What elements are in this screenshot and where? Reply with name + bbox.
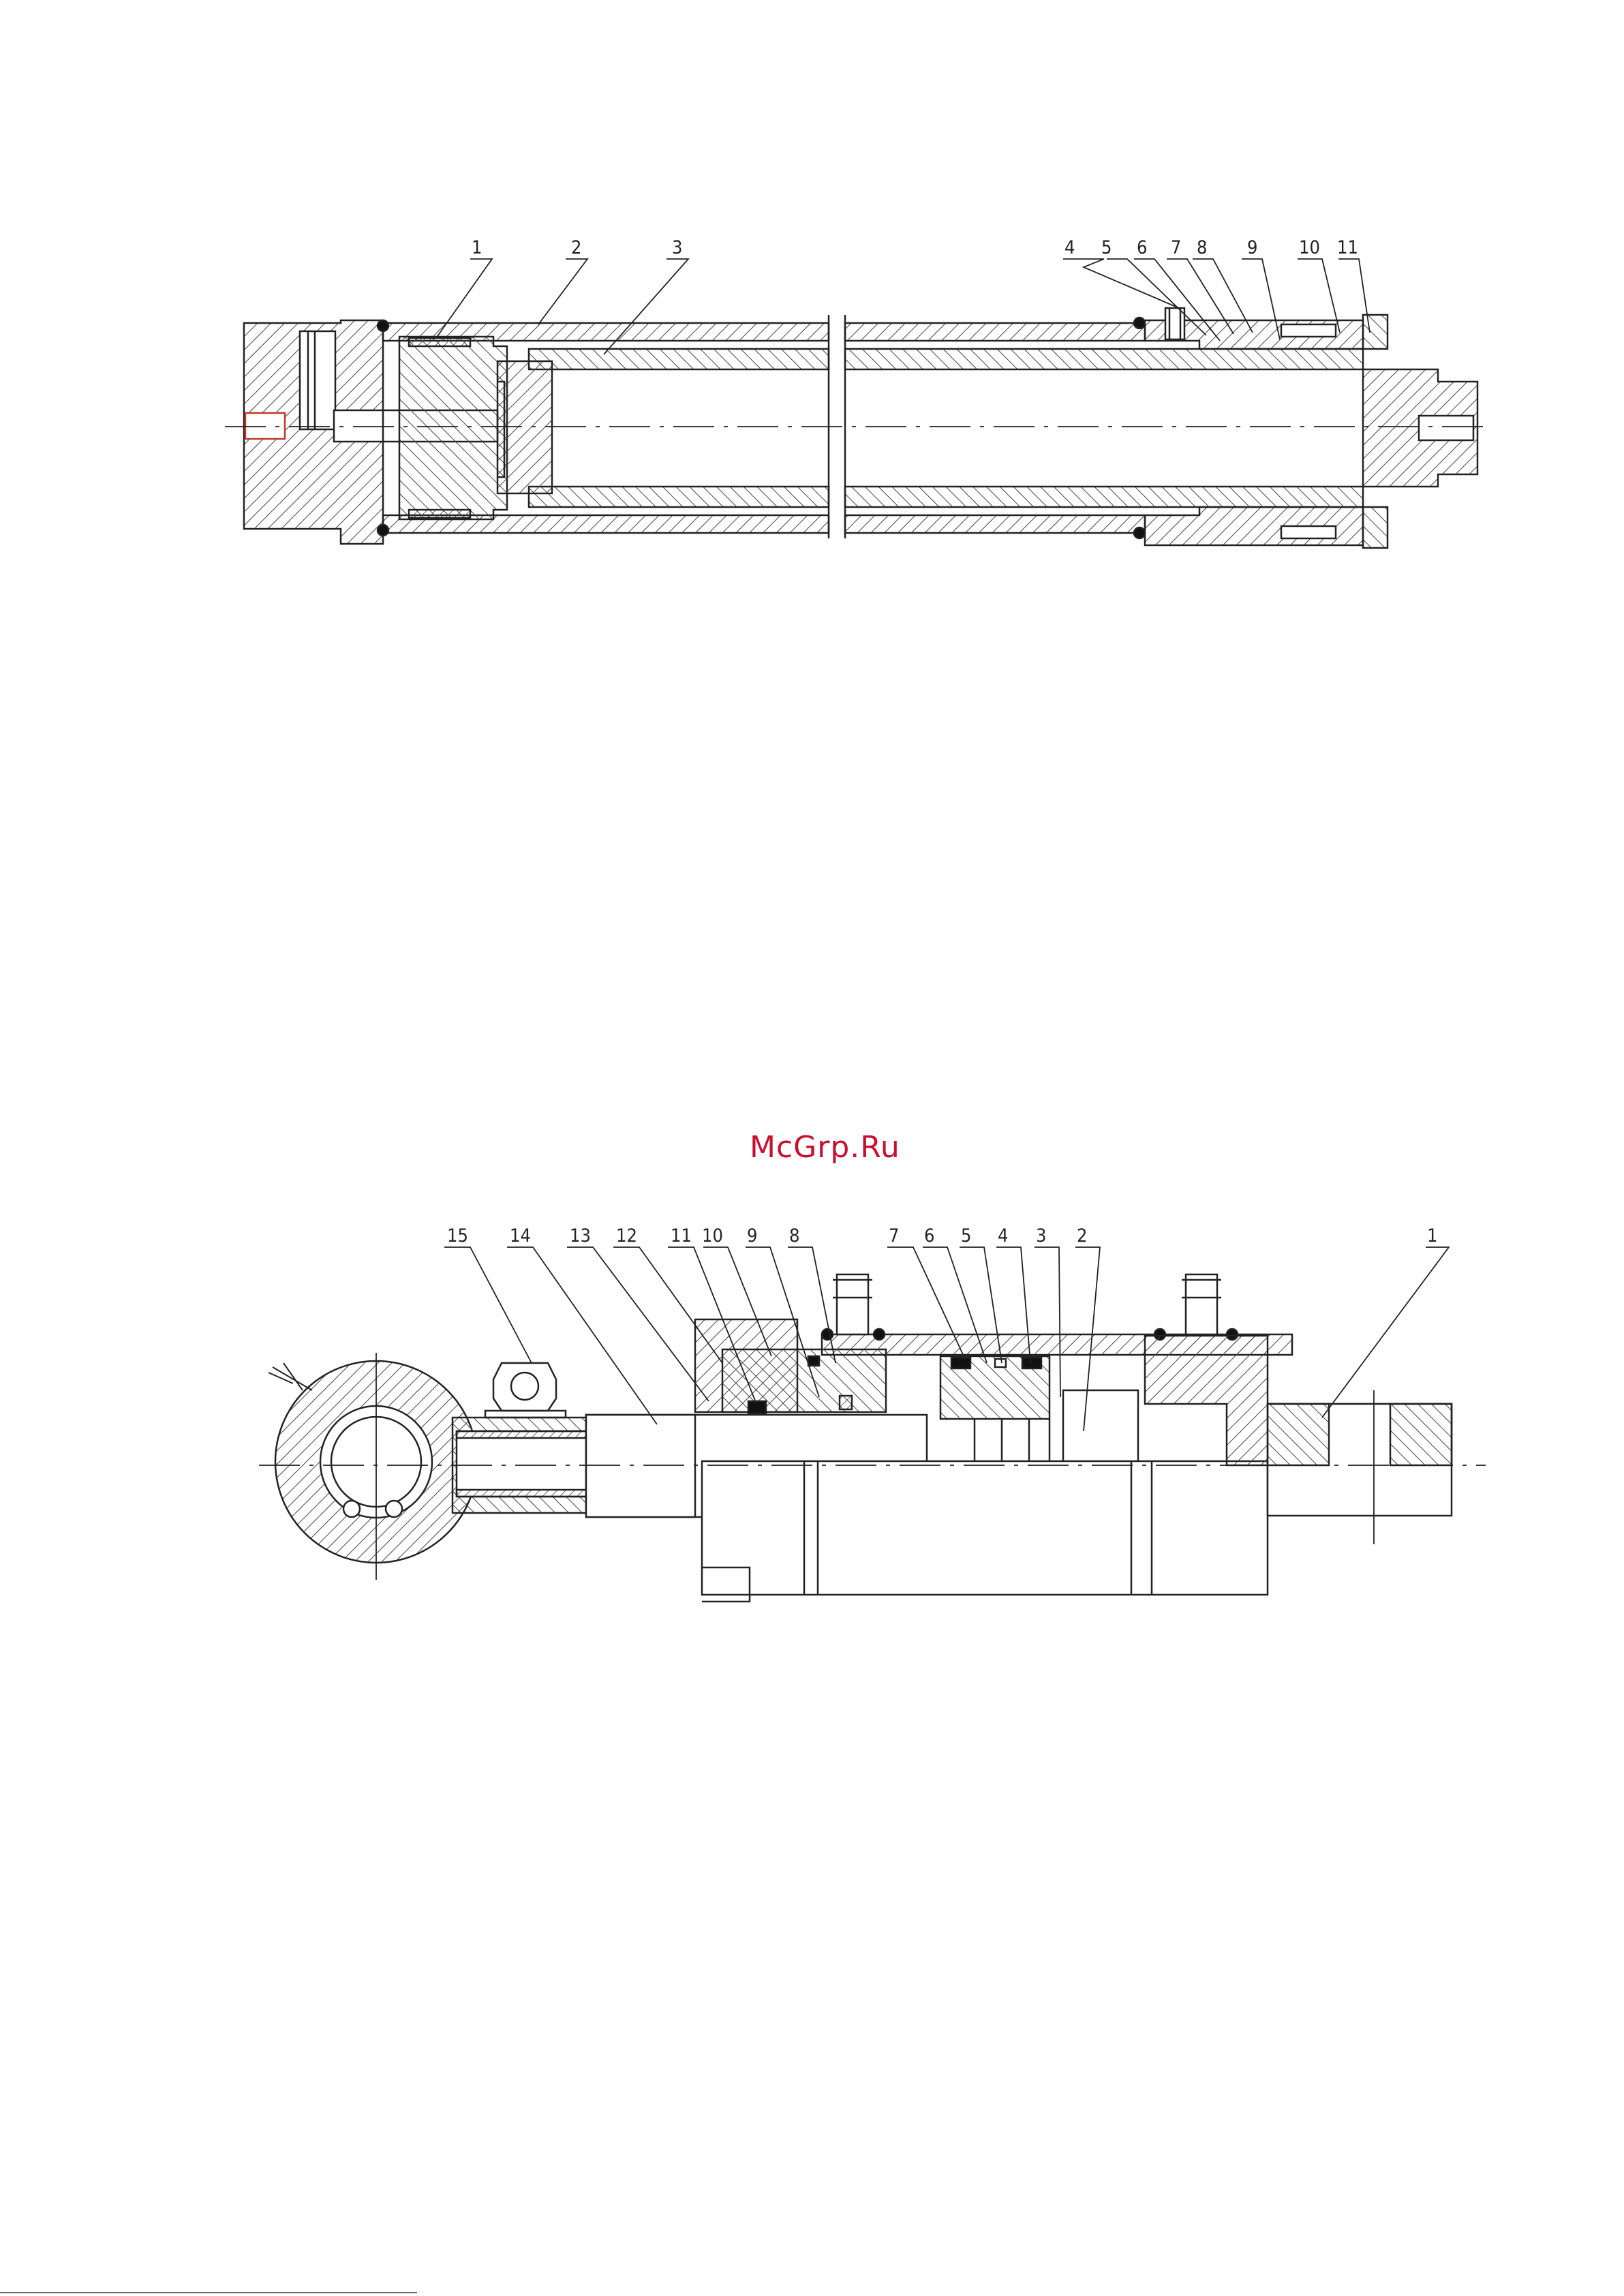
bottom-piston-nut — [1063, 1390, 1138, 1465]
bottom-barrel-body — [702, 1461, 1268, 1595]
top-rod-end-thread — [1419, 416, 1473, 440]
top-callout-10: 10 — [1299, 237, 1320, 258]
top-callout-11: 11 — [1337, 237, 1358, 258]
bottom-gland-seal-1 — [748, 1401, 766, 1413]
bottom-piston-seal-1 — [951, 1358, 970, 1368]
footer-rule — [0, 2292, 417, 2293]
bottom-port-left — [837, 1274, 868, 1334]
bottom-callout-3: 3 — [1036, 1225, 1046, 1246]
top-rod-upper — [845, 349, 1363, 369]
top-end-cap-port — [245, 413, 285, 439]
top-callout-8: 8 — [1197, 237, 1207, 258]
top-callout-4: 4 — [1064, 237, 1075, 258]
top-weld-1 — [378, 320, 388, 331]
top-piston-seal-lower — [409, 510, 470, 518]
top-gland-nut — [1363, 315, 1388, 349]
top-weld-2 — [378, 525, 388, 536]
bottom-callout-15: 15 — [447, 1225, 468, 1246]
top-gland-nut-lower — [1363, 507, 1388, 548]
top-barrel-lower-right — [845, 515, 1145, 533]
bottom-callout-7: 7 — [889, 1225, 899, 1246]
top-callout-2: 2 — [571, 237, 581, 258]
bottom-callout-5: 5 — [961, 1225, 971, 1246]
bottom-callout-9: 9 — [747, 1225, 757, 1246]
bottom-gland-seal-3 — [840, 1396, 852, 1409]
top-callout-9: 9 — [1247, 237, 1257, 258]
top-inner-tube-lower-left — [529, 487, 829, 507]
bottom-port-right — [1186, 1274, 1217, 1334]
top-piston-nut — [497, 361, 552, 493]
bottom-rod-thread — [457, 1431, 586, 1497]
bottom-callout-8: 8 — [789, 1225, 799, 1246]
bottom-grease-fitting — [269, 1363, 312, 1390]
bottom-weld-2 — [874, 1329, 885, 1340]
top-gland-bushing-lower — [1281, 526, 1336, 538]
top-rod-lower — [845, 487, 1363, 507]
bottom-callout-12: 12 — [616, 1225, 637, 1246]
bottom-callout-10: 10 — [702, 1225, 723, 1246]
bottom-callout-11: 11 — [671, 1225, 692, 1246]
bottom-cylinder-assembly — [259, 1247, 1486, 1602]
top-weld-4 — [1134, 527, 1145, 538]
top-callout-5: 5 — [1101, 237, 1112, 258]
bottom-piston-seal-2 — [1022, 1358, 1041, 1368]
top-callout-6: 6 — [1137, 237, 1147, 258]
top-cylinder-section — [225, 259, 1492, 548]
top-barrel-upper-right — [845, 323, 1145, 341]
top-inner-tube-upper-left — [529, 349, 829, 369]
bottom-piston-ring — [995, 1359, 1006, 1367]
top-gland-bushing — [1281, 324, 1336, 337]
bottom-grease-pin-2 — [386, 1501, 402, 1517]
top-callouts: 1 2 3 4 5 6 7 8 9 10 11 — [472, 237, 1358, 258]
top-callout-7: 7 — [1171, 237, 1181, 258]
top-bleed-screw — [1165, 308, 1184, 339]
bottom-callout-14: 14 — [510, 1225, 531, 1246]
bottom-callout-2: 2 — [1077, 1225, 1087, 1246]
top-piston — [399, 337, 507, 519]
bottom-callouts: 15 14 13 12 11 10 9 8 7 6 5 4 3 2 1 — [447, 1225, 1437, 1246]
bottom-gland-seal-2 — [808, 1356, 819, 1366]
bottom-clamp-bolt — [493, 1363, 556, 1411]
watermark-text: McGrp.Ru — [750, 1130, 900, 1165]
bottom-callout-6: 6 — [924, 1225, 934, 1246]
top-piston-seal — [409, 338, 470, 346]
top-weld-3 — [1134, 318, 1145, 328]
bottom-callout-13: 13 — [570, 1225, 591, 1246]
top-end-cap-bore — [300, 331, 335, 429]
bottom-callout-1: 1 — [1427, 1225, 1437, 1246]
bottom-grease-pin-1 — [343, 1501, 360, 1517]
top-callout-1: 1 — [472, 237, 482, 258]
top-callout-3: 3 — [672, 237, 682, 258]
bottom-callout-4: 4 — [998, 1225, 1008, 1246]
